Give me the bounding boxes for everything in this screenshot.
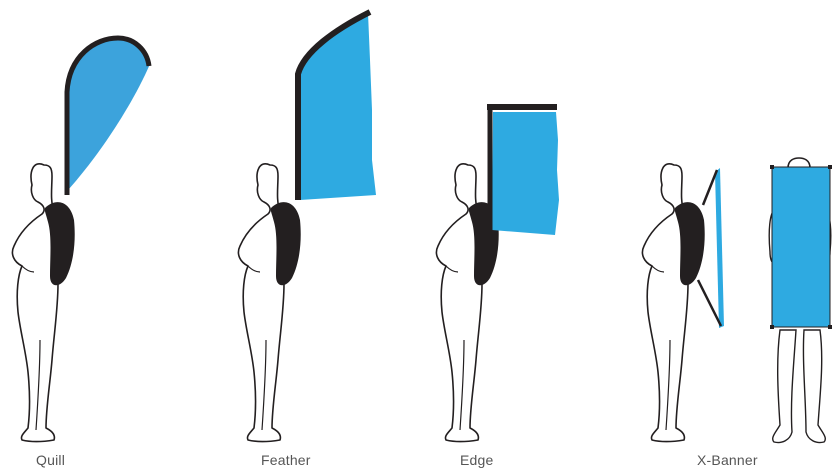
- quill-illustration: [12, 38, 150, 442]
- xbanner-side-illustration: [642, 164, 724, 442]
- feather-label: Feather: [261, 452, 311, 468]
- edge-flag: [492, 112, 559, 235]
- edge-label: Edge: [460, 452, 494, 468]
- xbanner-back-illustration: [769, 158, 832, 443]
- edge-illustration: [436, 105, 559, 442]
- quill-person: [12, 164, 74, 442]
- feather-illustration: [238, 12, 376, 442]
- xbanner-corner-tr: [828, 165, 832, 169]
- xbanner-corner-br: [828, 325, 832, 329]
- xbanner-side-person: [642, 164, 704, 442]
- xbanner-side-banner: [715, 168, 724, 328]
- xbanner-side-strut-top: [703, 170, 717, 205]
- xbanner-label: X-Banner: [697, 452, 758, 468]
- feather-flag: [300, 13, 376, 200]
- quill-label: Quill: [36, 452, 65, 468]
- xbanner-corner-tl: [770, 165, 774, 169]
- quill-flag: [68, 38, 150, 190]
- feather-person: [238, 164, 300, 442]
- xbanner-back-banner: [772, 167, 830, 327]
- xbanner-corner-bl: [770, 325, 774, 329]
- xbanner-side-strut-bottom: [698, 280, 721, 326]
